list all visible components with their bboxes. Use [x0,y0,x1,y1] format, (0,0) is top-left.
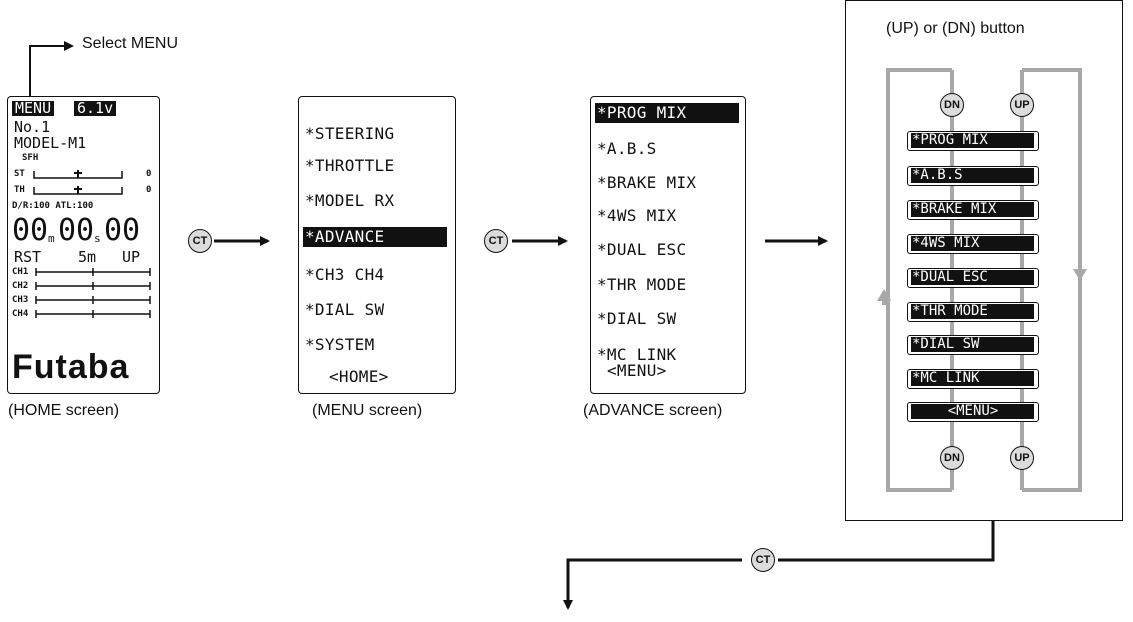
advance-item-mc-link[interactable]: *MC LINK [597,345,677,364]
timer-hundredths: 00 [104,213,141,248]
panel-item-4ws-mix[interactable]: *4WS MIX [907,234,1039,254]
up-button-top[interactable]: UP [1010,93,1034,117]
voltage-readout: 6.1v [74,101,117,116]
timer-minutes: 00 [12,213,49,248]
advance-item-thr-mode[interactable]: *THR MODE [597,275,687,294]
advance-screen: *PROG MIX *A.B.S *BRAKE MIX *4WS MIX *DU… [590,96,746,394]
home-screen-caption: (HOME screen) [8,402,120,419]
ch4-bar [35,310,151,318]
dn-button-top[interactable]: DN [940,93,964,117]
model-name: MODEL-M1 [14,134,87,152]
ct-button[interactable]: CT [188,229,212,253]
timer-unit-m: m [48,232,55,245]
advance-item-prog-mix[interactable]: *PROG MIX [595,103,739,123]
ch1-bar [35,268,151,276]
ch3-label: CH3 [12,295,29,305]
menu-item-home[interactable]: <HOME> [329,367,389,386]
panel-item-brake-mix[interactable]: *BRAKE MIX [907,200,1039,220]
dn-button-bottom[interactable]: DN [940,446,964,470]
panel-item-thr-mode[interactable]: *THR MODE [907,302,1039,322]
advance-item-brake-mix[interactable]: *BRAKE MIX [597,173,697,192]
home-screen: MENU 6.1v No.1 MODEL-M1 SFH ST 0 TH 0 D/… [7,96,160,394]
st-trim-bar [33,170,123,179]
ch2-label: CH2 [12,281,29,291]
panel-item-dial-sw[interactable]: *DIAL SW [907,335,1039,355]
panel-item-abs[interactable]: *A.B.S [907,166,1039,186]
bottom-return-arrow [778,520,995,562]
menu-item-dial-sw[interactable]: *DIAL SW [305,300,385,319]
menu-screen-caption: (MENU screen) [312,402,423,419]
ch4-label: CH4 [12,309,29,319]
ch2-bar [35,282,151,290]
th-trim-bar [33,186,123,195]
dr-atl-readout: D/R:100 ATL:100 [12,201,94,211]
panel-item-menu[interactable]: <MENU> [907,402,1039,422]
menu-screen: *STEERING *THROTTLE *MODEL RX *ADVANCE *… [298,96,456,394]
advance-item-4ws-mix[interactable]: *4WS MIX [597,206,677,225]
ct-button-bottom[interactable]: CT [751,548,775,572]
advance-item-menu[interactable]: <MENU> [607,361,667,380]
th-value: 0 [146,185,152,195]
panel-item-prog-mix[interactable]: *PROG MIX [907,131,1039,151]
menu-item-system[interactable]: *SYSTEM [305,335,375,354]
st-value: 0 [146,169,152,179]
futaba-logo: Futaba [12,348,130,386]
advance-item-dial-sw[interactable]: *DIAL SW [597,309,677,328]
dn-cycle-loop [877,68,952,492]
model-number: No.1 [14,118,51,136]
th-label: TH [14,185,25,195]
advance-item-dual-esc[interactable]: *DUAL ESC [597,240,687,259]
select-menu-pointer [29,41,74,96]
menu-item-throttle[interactable]: *THROTTLE [305,156,395,175]
menu-item-ch3-ch4[interactable]: *CH3 CH4 [305,265,385,284]
timer-unit-s: s [94,232,101,245]
ch1-label: CH1 [12,267,29,277]
up-cycle-loop [1022,68,1087,492]
menu-item-advance[interactable]: *ADVANCE [303,227,447,247]
advance-screen-caption: (ADVANCE screen) [583,402,723,419]
timer-seconds: 00 [58,213,95,248]
select-menu-label: Select MENU [82,35,179,52]
menu-item-model-rx[interactable]: *MODEL RX [305,191,395,210]
ct-button[interactable]: CT [484,229,508,253]
ch3-bar [35,296,151,304]
st-label: ST [14,169,25,179]
menu-tag[interactable]: MENU [12,101,55,116]
advance-item-abs[interactable]: *A.B.S [597,139,657,158]
up-button-bottom[interactable]: UP [1010,446,1034,470]
panel-item-dual-esc[interactable]: *DUAL ESC [907,268,1039,288]
sfh-label: SFH [22,153,39,163]
panel-item-mc-link[interactable]: *MC LINK [907,369,1039,389]
rst-time: 5m [78,248,97,266]
rst-direction: UP [122,248,141,266]
menu-item-steering[interactable]: *STEERING [305,124,395,143]
rst-label: RST [14,248,42,266]
panel-title: (UP) or (DN) button [886,20,1025,37]
